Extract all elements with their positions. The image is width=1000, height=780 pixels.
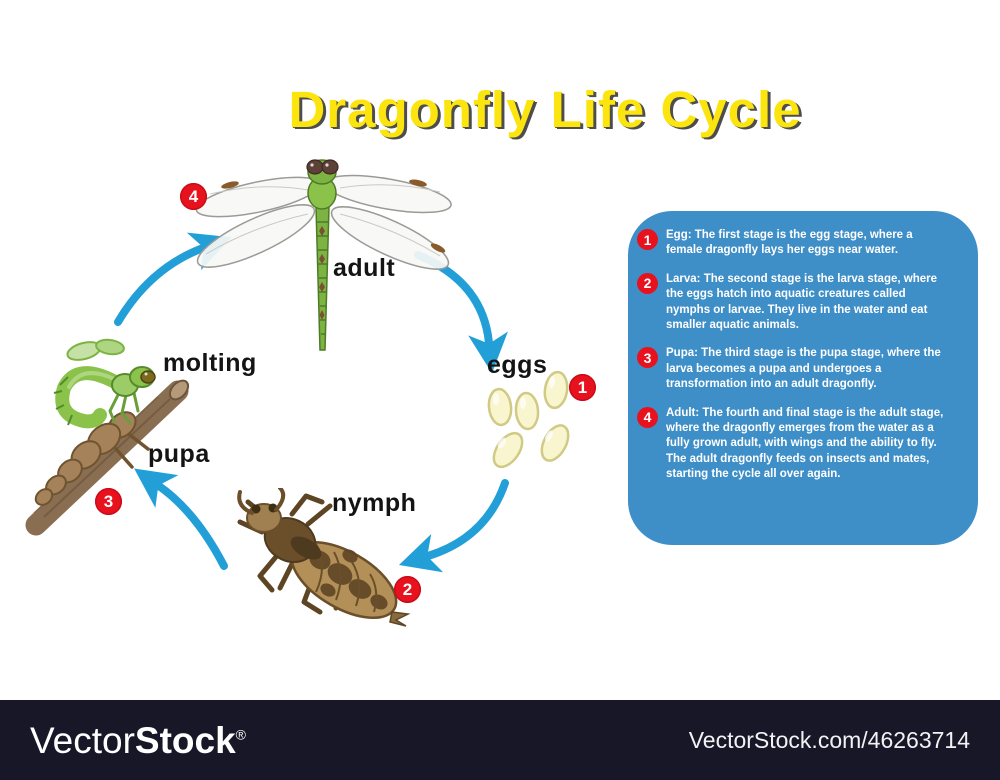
emerging-green-nymph bbox=[53, 338, 156, 429]
badge-4-adult: 4 bbox=[180, 183, 207, 210]
panel-item-adult: 4 Adult: The fourth and final stage is t… bbox=[637, 406, 952, 483]
panel-item-pupa: 3 Pupa: The third stage is the pupa stag… bbox=[637, 346, 952, 392]
logo-text-bold: Stock bbox=[134, 719, 236, 761]
panel-text-pupa: Pupa: The third stage is the pupa stage,… bbox=[666, 347, 941, 391]
arrow-eggs-to-nymph bbox=[398, 479, 509, 573]
watermark-bar: VectorStock® VectorStock.com/46263714 bbox=[0, 700, 1000, 780]
green-nymph-eye bbox=[140, 370, 156, 384]
attribution-url: VectorStock.com/46263714 bbox=[688, 726, 970, 753]
badge-1-eggs: 1 bbox=[569, 374, 596, 401]
badge-3-pupa: 3 bbox=[95, 488, 122, 515]
badge-2-nymph: 2 bbox=[394, 576, 421, 603]
panel-text-larva: Larva: The second stage is the larva sta… bbox=[666, 272, 937, 332]
label-molting: molting bbox=[163, 349, 257, 377]
panel-item-larva: 2 Larva: The second stage is the larva s… bbox=[637, 272, 952, 334]
label-pupa: pupa bbox=[148, 440, 210, 468]
panel-badge-2: 2 bbox=[637, 272, 658, 294]
logo-text-light: Vector bbox=[30, 719, 135, 761]
panel-badge-3: 3 bbox=[637, 347, 658, 369]
pupa-husk bbox=[34, 411, 150, 506]
registered-mark: ® bbox=[235, 726, 246, 743]
stage-description-panel: 1 Egg: The first stage is the egg stage,… bbox=[628, 211, 978, 545]
label-eggs: eggs bbox=[487, 351, 548, 379]
dragonfly-wings bbox=[195, 174, 452, 270]
panel-text-adult: Adult: The fourth and final stage is the… bbox=[666, 406, 944, 481]
green-nymph-legs bbox=[108, 391, 140, 425]
nymph-tail-spikes bbox=[389, 611, 411, 627]
adult-dragonfly-illustration bbox=[195, 159, 452, 351]
arrow-molting-to-adult bbox=[114, 232, 232, 326]
dragonfly-left-eye bbox=[306, 159, 324, 175]
dragonfly-body bbox=[306, 159, 339, 351]
wing-bud bbox=[95, 338, 125, 356]
nymph-antennae bbox=[237, 488, 286, 515]
page-title: Dragonfly Life Cycle bbox=[288, 81, 802, 138]
vectorstock-logo: VectorStock® bbox=[30, 722, 246, 759]
molting-pupa-illustration bbox=[25, 338, 190, 536]
panel-item-egg: 1 Egg: The first stage is the egg stage,… bbox=[637, 228, 952, 259]
panel-text-egg: Egg: The first stage is the egg stage, w… bbox=[666, 229, 913, 257]
arrow-nymph-to-pupa bbox=[134, 468, 228, 570]
cycle-arrows bbox=[114, 232, 509, 573]
dragonfly-right-eye bbox=[321, 159, 339, 175]
label-adult: adult bbox=[333, 254, 396, 282]
nymph-illustration bbox=[237, 488, 411, 627]
panel-badge-4: 4 bbox=[637, 406, 658, 428]
label-nymph: nymph bbox=[332, 489, 417, 517]
eggs-illustration bbox=[487, 370, 570, 469]
panel-badge-1: 1 bbox=[637, 229, 658, 250]
